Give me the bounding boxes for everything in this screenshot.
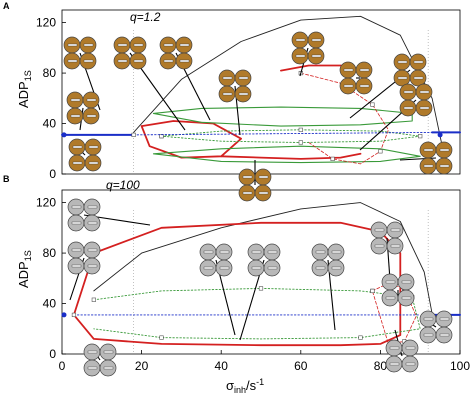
panel-b-xtick-label: 60	[294, 359, 308, 373]
grey-tetrameric-complex-icon	[311, 243, 345, 277]
panel-b-ytick-label: 120	[36, 196, 56, 210]
panel-b-annotation: q=100	[106, 178, 140, 192]
panel-a-letter: A	[3, 1, 10, 11]
panel-b-xtick-label: 20	[135, 359, 149, 373]
panel-a-series-3-red-solid	[220, 152, 362, 160]
gold-tetrameric-complex-icon	[291, 31, 325, 65]
panel-a-marker	[131, 132, 136, 137]
grey-tetrameric-complex-icon	[419, 310, 453, 344]
panel-b-equilibrium-point	[61, 312, 67, 318]
panel-b-series-1-red-solid	[73, 221, 402, 347]
panel-b-letter: B	[3, 174, 10, 184]
grey-tetrameric-complex-icon	[67, 241, 101, 275]
grey-tetrameric-complex-icon	[67, 198, 101, 232]
panel-a-series-7-green-dotted	[161, 129, 421, 143]
panel-b-marker	[159, 335, 164, 340]
panel-a-ytick-label: 40	[43, 117, 57, 131]
grey-tetrameric-complex-icon	[385, 339, 419, 373]
gold-tetrameric-complex-icon	[218, 69, 252, 103]
panel-a-marker	[370, 102, 375, 107]
gold-tetrameric-complex-icon	[393, 53, 427, 87]
gold-tetrameric-complex-icon	[339, 61, 373, 95]
panel-b-series-0-black-thin	[93, 202, 433, 315]
gold-tetrameric-complex-icon	[238, 168, 272, 202]
panel-b-marker	[91, 297, 96, 302]
panel-a-marker	[378, 149, 383, 154]
panel-b-xtick-label: 80	[374, 359, 388, 373]
gold-tetrameric-complex-icon	[419, 141, 453, 175]
icon-layer	[63, 31, 453, 377]
grey-tetrameric-complex-icon	[381, 273, 415, 307]
panel-b-xtick-label: 40	[215, 359, 229, 373]
grey-tetrameric-complex-icon	[370, 221, 404, 255]
panel-b-series-2-green-dotted	[93, 287, 421, 340]
panel-b-ytick-label: 80	[43, 246, 57, 260]
panel-a-marker	[418, 134, 423, 139]
panel-a-series-1-red-solid	[140, 120, 243, 159]
panel-a-ytick-label: 120	[36, 16, 56, 30]
panel-b-marker	[258, 286, 264, 291]
panel-a-series-5-green-solid	[152, 145, 421, 164]
panel-a-ylabel: ADP1S	[16, 70, 33, 108]
grey-tetrameric-complex-icon	[83, 343, 117, 377]
panel-a-ytick-label: 80	[43, 66, 57, 80]
panel-a-equilibrium-point	[61, 132, 67, 138]
panel-a-series-4-green-solid	[152, 106, 413, 127]
gold-tetrameric-complex-icon	[113, 36, 147, 70]
panel-b-xtick-label: 100	[450, 359, 470, 373]
gold-tetrameric-complex-icon	[399, 83, 433, 117]
panel-b-marker	[358, 335, 363, 340]
panel-b-ytick-label: 40	[43, 297, 57, 311]
panel-a-series-10-blue-dotted	[133, 131, 433, 136]
panel-a-ytick-label: 0	[49, 167, 56, 181]
panel-b-marker	[370, 288, 375, 294]
gold-tetrameric-complex-icon	[66, 91, 100, 125]
gold-tetrameric-complex-icon	[159, 36, 193, 70]
panel-a-marker	[298, 140, 303, 145]
panel-b-marker	[71, 312, 77, 317]
panel-a-marker	[330, 156, 335, 161]
panel-b-ytick-label: 0	[49, 347, 56, 361]
panel-a-annotation: q=1.2	[130, 10, 161, 24]
grid-layer	[133, 30, 429, 354]
panel-a-equilibrium-point	[437, 132, 443, 138]
panel-b-ylabel: ADP1S	[16, 250, 33, 288]
gold-tetrameric-complex-icon	[68, 138, 102, 172]
tick-layer: 0 40 80 120 0 40 80 120 0 20 40 60 80 100	[36, 16, 470, 373]
panel-a-marker	[298, 127, 303, 132]
panel-b-xtick-label: 0	[59, 359, 66, 373]
grey-tetrameric-complex-icon	[199, 243, 233, 277]
gold-tetrameric-complex-icon	[63, 36, 97, 70]
x-axis-title: σinh/s-1	[226, 377, 264, 395]
grey-tetrameric-complex-icon	[247, 243, 281, 277]
